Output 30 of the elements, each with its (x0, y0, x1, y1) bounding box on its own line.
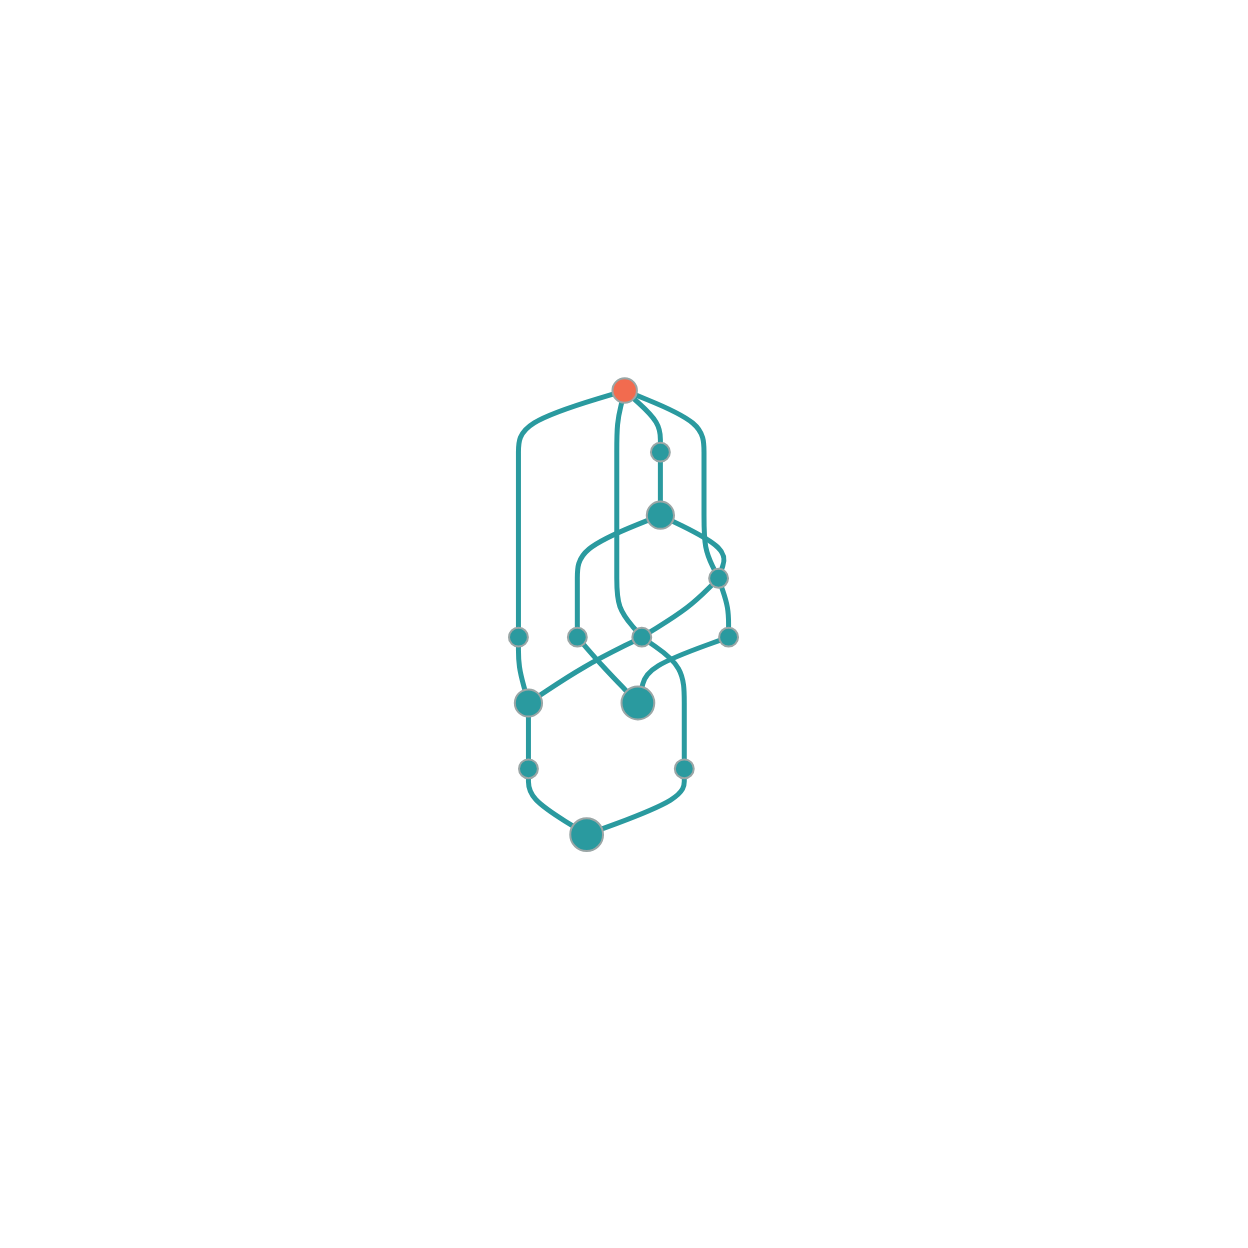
node-circle (567, 626, 589, 648)
node-circle (650, 441, 672, 463)
connector (575, 518, 650, 628)
connector (538, 639, 635, 698)
connector (614, 401, 639, 632)
connector (640, 638, 722, 688)
connector (582, 642, 629, 694)
node-circle (631, 626, 653, 648)
connector (516, 646, 528, 691)
node-circle (674, 758, 696, 780)
node-circle (518, 758, 540, 780)
connector (672, 519, 727, 571)
connector (601, 778, 688, 832)
node-circle (611, 377, 639, 404)
connector (635, 392, 718, 572)
connector (648, 640, 688, 760)
node-circle (621, 685, 656, 721)
node-circle (569, 817, 605, 853)
connector (516, 391, 615, 628)
node-circle (514, 688, 544, 718)
node-circle (646, 500, 676, 530)
connector (632, 397, 664, 443)
node-circle (708, 568, 730, 589)
connector (526, 716, 532, 760)
node-circle (508, 626, 530, 648)
connector (719, 586, 732, 628)
connector (526, 778, 575, 829)
connector (658, 461, 664, 502)
connector (648, 583, 715, 635)
node-circle (718, 626, 740, 648)
